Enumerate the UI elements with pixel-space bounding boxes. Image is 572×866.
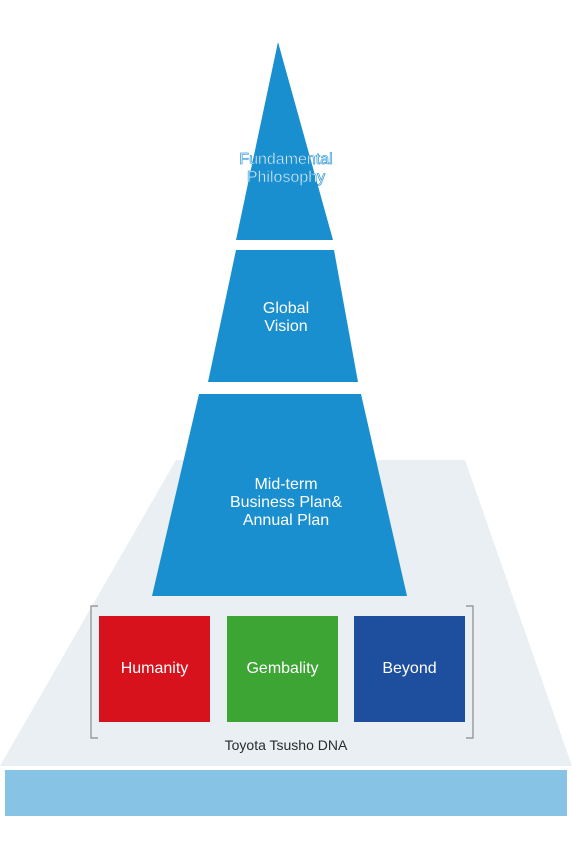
tier-label-line: Global [262, 300, 310, 317]
dna-bracket [90, 605, 474, 739]
tier-label-global-vision: Global Vision [0, 300, 572, 336]
tier-label-line: Philosophy [246, 169, 326, 187]
tier-global-vision [208, 250, 358, 382]
tier-label-line: Business Plan& [229, 494, 343, 511]
dna-box-beyond: Beyond [354, 616, 465, 722]
dna-box-gembality: Gembality [227, 616, 338, 722]
dna-box-label: Beyond [382, 660, 437, 677]
tier-label-fundamental-philosophy: Fundamental Philosophy [0, 151, 572, 187]
tier-fundamental-philosophy [236, 42, 333, 240]
dna-box-label: Humanity [120, 660, 189, 677]
dna-box-humanity: Humanity [99, 616, 210, 722]
dna-box-label: Gembality [246, 660, 319, 677]
tier-mid-term-plan [152, 394, 407, 596]
tier-label-line: Annual Plan [242, 512, 330, 529]
tier-label-mid-term-plan: Mid-term Business Plan& Annual Plan [0, 476, 572, 530]
dna-caption: Toyota Tsusho DNA [224, 737, 348, 753]
base-platform [5, 770, 567, 816]
tier-label-line: Vision [264, 318, 308, 335]
tier-label-line: Fundamental [239, 151, 333, 169]
tier-label-line: Mid-term [254, 476, 318, 493]
